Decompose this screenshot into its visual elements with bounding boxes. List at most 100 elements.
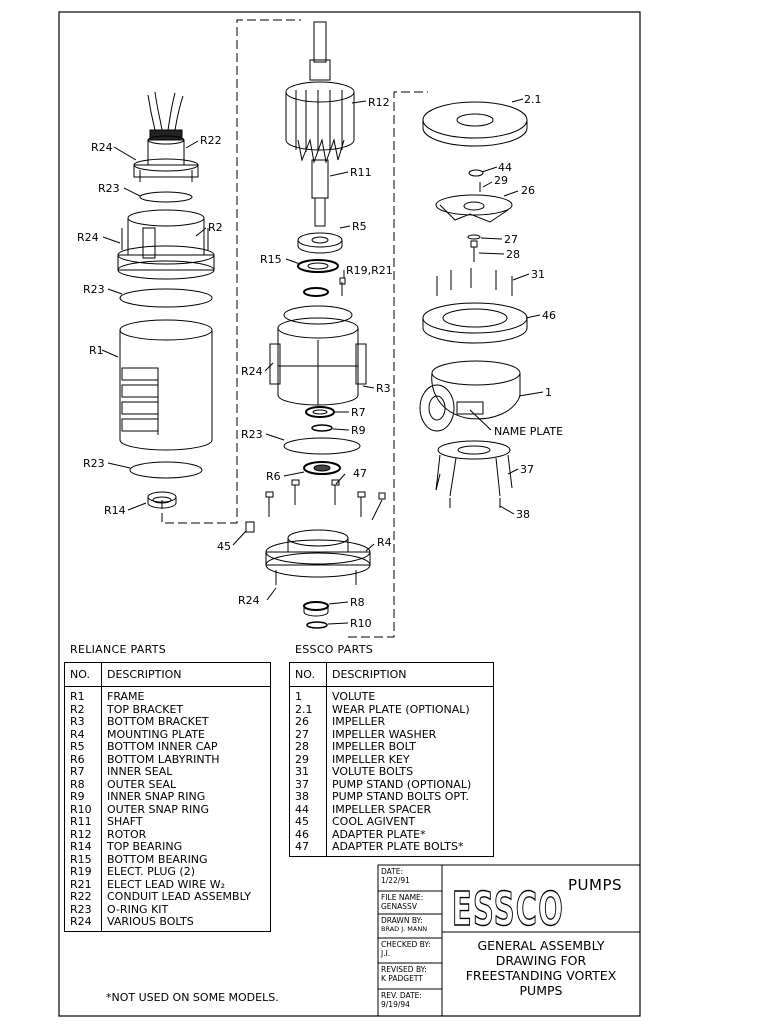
essco-part-description: ADAPTER PLATE BOLTS* [326,840,494,857]
callout-r11: R11 [350,166,372,179]
reliance-part-no: R6 [64,753,102,766]
checked-value: J.I. [381,949,391,958]
assembly-path-left [161,19,301,524]
essco-part-no: 47 [289,840,327,857]
title-block-frame [377,864,641,1017]
reliance-part-no: R9 [64,790,102,804]
adapter-plate-bolts-47 [265,479,386,521]
reliance-part-description: ELECT. PLUG (2) [101,865,271,879]
reliance-part-description: O-RING KIT [101,903,271,916]
drawn-cell: DRAWN BY: BRAD J. MANN [381,916,427,934]
essco-part-no: 2.1 [289,703,327,716]
reliance-part-no: R23 [64,903,102,916]
callout-26: 26 [521,184,535,197]
essco-part-description: IMPELLER BOLT [326,740,494,754]
callout-31: 31 [531,268,545,281]
essco-part-no: 26 [289,715,327,729]
essco-col-description: DESCRIPTION [326,662,494,687]
reliance-part-description: ELECT LEAD WIRE W₂ [101,878,271,891]
reliance-part-no: R1 [64,686,102,704]
footnote: *NOT USED ON SOME MODELS. [106,991,279,1004]
callout-1: 1 [545,386,552,399]
reliance-part-description: FRAME [101,686,271,704]
callout-46: 46 [542,309,556,322]
o-ring-r23-top [139,191,193,203]
title-line-3: FREESTANDING VORTEX [465,968,617,983]
essco-part-description: IMPELLER SPACER [326,803,494,816]
outer-snap-ring-r10 [306,621,328,629]
volute-1 [419,360,521,432]
callout-r15: R15 [260,253,282,266]
revised-label: REVISED BY: [381,965,427,974]
reliance-part-no: R5 [64,740,102,754]
callout-2-1: 2.1 [524,93,542,106]
essco-part-no: 45 [289,815,327,829]
callout-r5: R5 [352,220,367,233]
o-ring-r23-center [283,437,361,455]
pump-stand-37 [435,440,513,497]
date-label: DATE: [381,867,404,876]
file-value: GENASSV [381,902,417,911]
reliance-part-no: R15 [64,853,102,866]
bottom-inner-cap-r5 [297,232,343,254]
reliance-part-description: TOP BRACKET [101,703,271,716]
essco-parts-title: ESSCO PARTS [295,643,374,656]
bearing-ring [303,287,329,297]
reliance-part-description: CONDUIT LEAD ASSEMBLY [101,890,271,904]
revised-cell: REVISED BY: K PADGETT [381,965,427,983]
rotor-r12 [285,21,355,164]
essco-part-description: WEAR PLATE (OPTIONAL) [326,703,494,716]
adapter-plate-46 [422,302,528,344]
reliance-parts-title: RELIANCE PARTS [70,643,167,656]
impeller-bolt-28 [470,240,478,262]
callout-37: 37 [520,463,534,476]
reliance-part-no: R22 [64,890,102,904]
callout-r4: R4 [377,536,392,549]
reliance-part-no: R21 [64,878,102,891]
revdate-cell: REV. DATE: 9/19/94 [381,991,422,1009]
callout-r3: R3 [376,382,391,395]
reliance-part-no: R7 [64,765,102,779]
callout-r7: R7 [351,406,366,419]
reliance-part-no: R14 [64,840,102,854]
assembly-path-right [348,91,428,638]
shaft-r11 [311,159,329,227]
reliance-part-no: R24 [64,915,102,932]
reliance-part-description: TOP BEARING [101,840,271,854]
electric-plug-r19 [339,277,346,296]
impeller-washer-27 [467,234,481,240]
callout-r19-r21: R19,R21 [346,264,393,277]
callout-r24-b: R24 [77,231,99,244]
essco-part-description: IMPELLER [326,715,494,729]
essco-part-description: ADAPTER PLATE* [326,828,494,841]
reliance-part-description: OUTER SNAP RING [101,803,271,816]
callout-r24-c: R24 [241,365,263,378]
essco-col-no: NO. [289,662,327,687]
callout-r24-a: R24 [91,141,113,154]
essco-part-description: VOLUTE BOLTS [326,765,494,779]
reliance-part-no: R4 [64,728,102,741]
callout-r9: R9 [351,424,366,437]
callout-r23-c: R23 [83,457,105,470]
impeller-spacer-44 [468,169,484,177]
essco-part-no: 38 [289,790,327,804]
